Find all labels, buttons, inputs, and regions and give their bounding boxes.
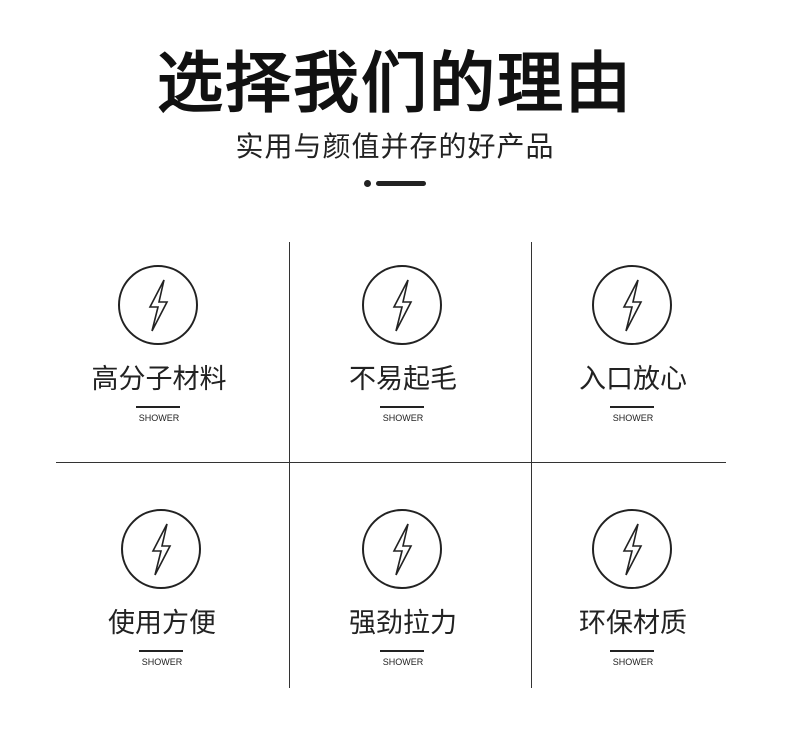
feature-cell-3: 入口放心 SHOWER: [533, 265, 733, 455]
grid-horizontal-line: [56, 462, 726, 463]
feature-label: 不易起毛: [349, 364, 457, 395]
feature-cell-1: 高分子材料 SHOWER: [59, 265, 259, 455]
lightning-bolt-icon: [362, 265, 442, 345]
page-subtitle: 实用与颜值并存的好产品: [235, 130, 555, 163]
feature-cell-5: 强劲拉力 SHOWER: [303, 509, 503, 699]
feature-underline: [610, 650, 654, 652]
feature-underline: [139, 650, 183, 652]
lightning-bolt-icon: [592, 265, 672, 345]
feature-caption: SHOWER: [138, 413, 180, 423]
feature-caption: SHOWER: [382, 657, 424, 667]
page-title: 选择我们的理由: [157, 45, 633, 122]
feature-caption: SHOWER: [612, 657, 654, 667]
feature-underline: [136, 406, 180, 408]
feature-cell-2: 不易起毛 SHOWER: [303, 265, 503, 455]
feature-cell-6: 环保材质 SHOWER: [533, 509, 733, 699]
lightning-bolt-icon: [592, 509, 672, 589]
feature-cell-4: 使用方便 SHOWER: [62, 509, 262, 699]
feature-caption: SHOWER: [612, 413, 654, 423]
grid-vertical-line-left: [289, 242, 290, 688]
feature-underline: [380, 650, 424, 652]
divider-dot: [364, 180, 371, 187]
divider-bar: [376, 181, 426, 186]
feature-underline: [380, 406, 424, 408]
feature-label: 使用方便: [108, 608, 216, 639]
feature-caption: SHOWER: [141, 657, 183, 667]
feature-caption: SHOWER: [382, 413, 424, 423]
lightning-bolt-icon: [118, 265, 198, 345]
feature-label: 入口放心: [579, 364, 687, 395]
feature-label: 环保材质: [579, 608, 687, 639]
feature-underline: [610, 406, 654, 408]
feature-label: 强劲拉力: [349, 608, 457, 639]
lightning-bolt-icon: [121, 509, 201, 589]
grid-vertical-line-right: [531, 242, 532, 688]
feature-label: 高分子材料: [91, 364, 227, 395]
lightning-bolt-icon: [362, 509, 442, 589]
